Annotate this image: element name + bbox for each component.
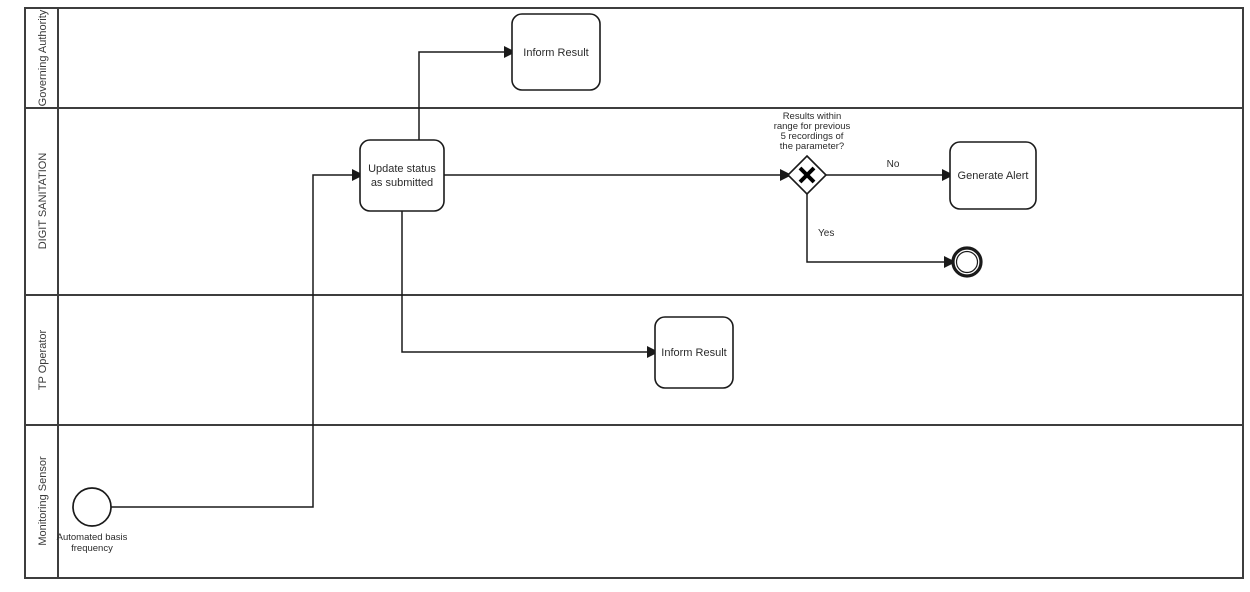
arrow-head-update-to-gateway [780, 169, 792, 181]
arrow-head-gateway-no [942, 169, 954, 181]
gateway-results-within-range[interactable]: Results within range for previous 5 reco… [774, 111, 851, 196]
task-label-generate-alert: Generate Alert [958, 170, 1029, 182]
tasks-group: Inform Result Update status as submitted… [359, 13, 1037, 389]
pool-container: Governing Authority DIGIT SANITATION TP … [24, 7, 1244, 579]
end-event-inner-circle-icon [955, 250, 979, 274]
flow-label-yes: Yes [818, 228, 834, 239]
start-event-label-line2: frequency [71, 543, 113, 554]
lane-label-governing-authority: Governing Authority [37, 9, 49, 106]
sequence-flow-start-to-update[interactable] [111, 169, 364, 508]
lane-label-monitoring-sensor: Monitoring Sensor [37, 456, 49, 546]
lane-label-tp-operator: TP Operator [37, 330, 49, 391]
task-label-inform-result-tp-operator: Inform Result [661, 347, 726, 359]
task-box-inform-result-tp-operator [654, 316, 734, 389]
task-update-status-as-submitted[interactable]: Update status as submitted [359, 139, 445, 212]
arrow-head-gateway-yes [944, 256, 956, 268]
task-inform-result-governing[interactable]: Inform Result [511, 13, 601, 91]
sequence-flows-group: No Yes [111, 46, 956, 508]
lane-body-digit-sanitation [57, 107, 1244, 296]
start-event-label-line1: Automated basis [57, 532, 128, 543]
end-event[interactable] [951, 246, 983, 278]
gateway-label-line2: range for previous [774, 121, 851, 132]
arrow-head-start-to-update [352, 169, 364, 181]
task-label-update-status-line2: as submitted [371, 177, 433, 189]
flow-line-start-to-update [111, 174, 352, 508]
task-box-update-status-as-submitted [359, 139, 445, 212]
pool-outline [24, 7, 1244, 579]
start-event-automated-basis-frequency[interactable]: Automated basis frequency [57, 487, 128, 554]
arrow-head-update-to-inform-tp [647, 346, 659, 358]
gateway-label-line4: the parameter? [780, 141, 844, 152]
task-label-update-status-line1: Update status [368, 163, 436, 175]
events-group: Automated basis frequency [57, 246, 983, 554]
sequence-flow-update-to-inform-governing[interactable] [418, 46, 516, 140]
sequence-flow-gateway-yes[interactable]: Yes [806, 194, 956, 268]
lane-governing-authority[interactable]: Governing Authority [24, 7, 1244, 109]
start-event-circle-icon [72, 487, 112, 527]
lane-body-monitoring-sensor [57, 424, 1244, 579]
task-label-inform-result-governing: Inform Result [523, 47, 588, 59]
task-inform-result-tp-operator[interactable]: Inform Result [654, 316, 734, 389]
lane-monitoring-sensor[interactable]: Monitoring Sensor [24, 424, 1244, 579]
task-box-generate-alert [949, 141, 1037, 210]
lane-digit-sanitation[interactable]: DIGIT SANITATION [24, 107, 1244, 296]
gateway-label-line1: Results within [783, 111, 842, 122]
lane-tp-operator[interactable]: TP Operator [24, 294, 1244, 426]
lane-label-digit-sanitation: DIGIT SANITATION [37, 153, 49, 250]
gateway-x-icon-stroke2 [798, 166, 816, 184]
flow-line-gateway-yes [806, 194, 944, 263]
lane-body-governing-authority [57, 7, 1244, 109]
flow-line-update-to-inform-tp [401, 211, 647, 353]
sequence-flow-gateway-no[interactable]: No [826, 159, 954, 181]
task-generate-alert[interactable]: Generate Alert [949, 141, 1037, 210]
flow-label-no: No [887, 159, 900, 170]
lane-body-tp-operator [57, 294, 1244, 426]
gateway-label-line3: 5 recordings of [781, 131, 844, 142]
sequence-flow-update-to-inform-tp[interactable] [401, 211, 659, 358]
task-box-inform-result-governing [511, 13, 601, 91]
arrow-head-update-to-inform-governing [504, 46, 516, 58]
flow-line-update-to-inform-governing [418, 51, 504, 140]
sequence-flow-update-to-gateway[interactable] [444, 169, 792, 181]
